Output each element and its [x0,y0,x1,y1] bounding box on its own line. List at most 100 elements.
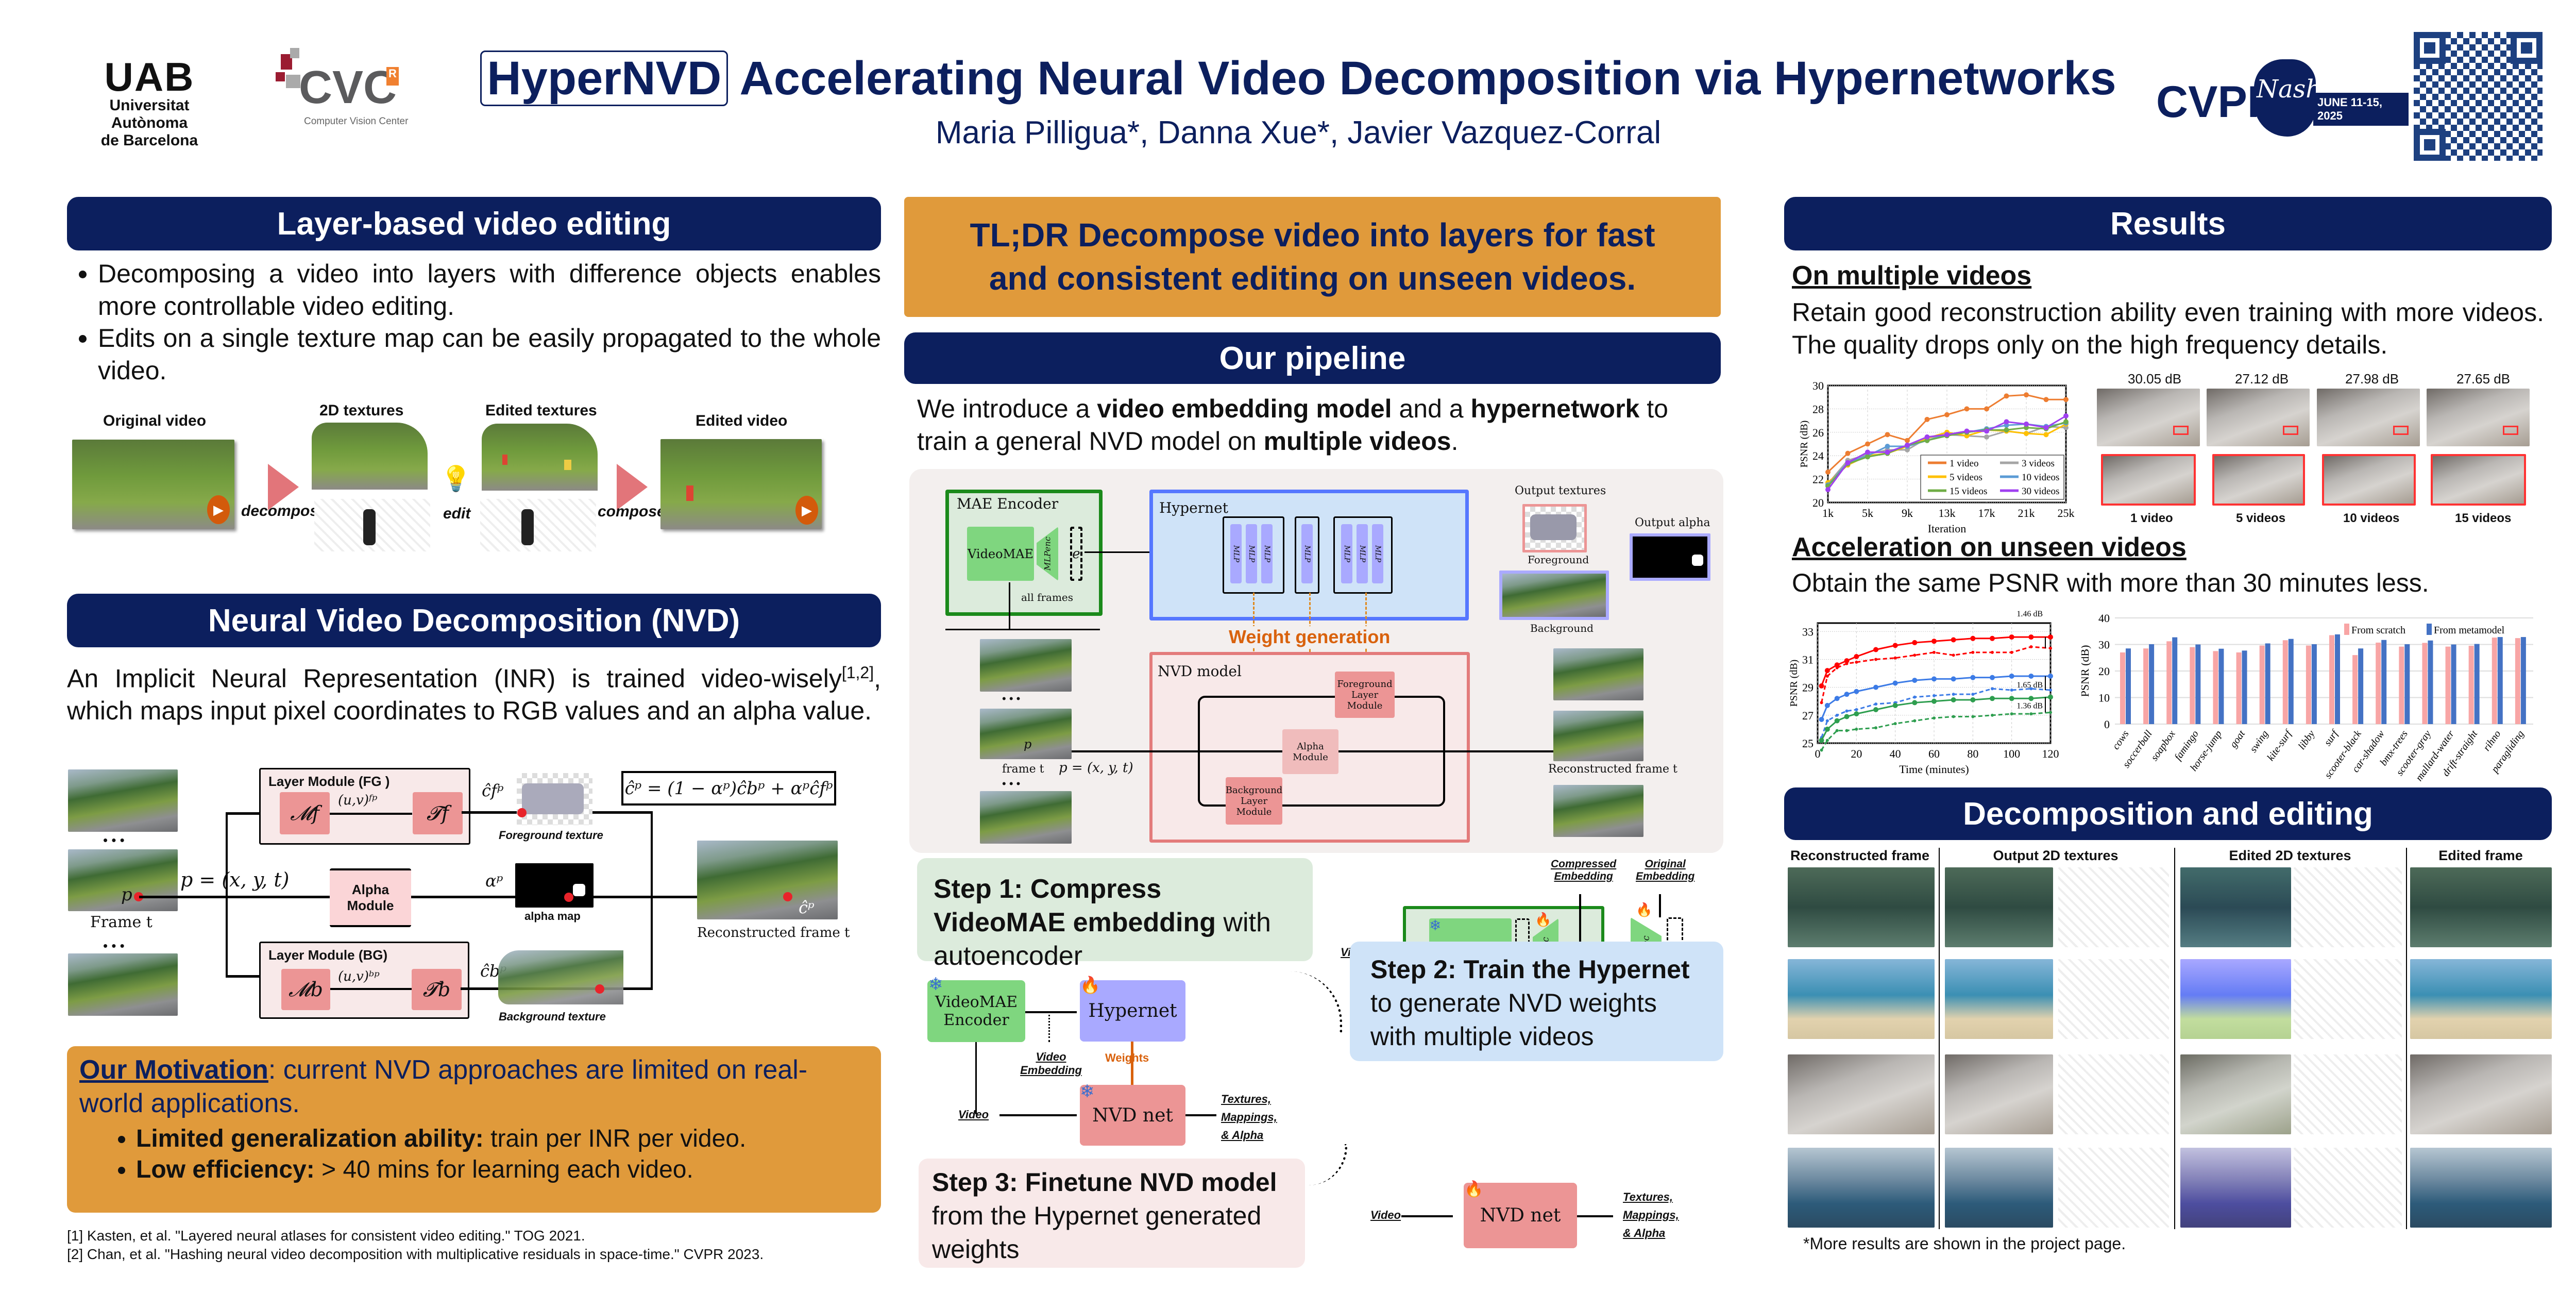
data-point [2063,413,2069,419]
motivation-box: Our Motivation: current NVD approaches a… [67,1046,881,1213]
data-point [2010,650,2013,654]
p-label: p [1024,737,1032,751]
pipeline-intro: We introduce a video embedding model and… [917,393,1710,457]
cvc-logo-mark: CVC [299,62,397,113]
data-point [2010,712,2013,716]
step1-box: Step 1: Compress VideoMAE embedding with… [917,858,1313,971]
acceleration-text: Obtain the same PSNR with more than 30 m… [1792,568,2429,597]
bar [2422,643,2428,724]
result-frame [2207,389,2310,446]
data-point [1931,639,1937,644]
data-point [2043,425,2049,430]
data-point [1820,701,1823,705]
output-item: & Alpha [1623,1227,1666,1240]
cvc-subtitle: Computer Vision Center [304,116,409,127]
data-point [1824,702,1830,708]
data-point [1970,635,1976,641]
alpha-module-label: Alpha [351,882,389,897]
mlp-layer: MLP [1261,524,1273,583]
step1-text: with autoencoder [934,908,1271,971]
data-point [1854,654,1859,660]
fire-icon: 🔥 [1535,912,1552,927]
data-point [2063,397,2069,403]
reconstructed-frame [1553,785,1643,837]
decomposition-heading: Decomposition and editing [1784,787,2552,840]
alpha-module-label: Module [347,898,394,913]
edited-video-thumbnail[interactable]: ▶ [660,439,822,529]
y-tick-label: 20 [2098,665,2110,678]
data-point [1819,716,1824,722]
data-point [2029,712,2033,716]
bar [2335,634,2340,724]
layer-editing-bullets: Decomposing a video into layers with dif… [77,258,881,387]
bar [2358,648,2364,724]
column-header: Edited 2D textures [2229,848,2351,863]
data-point [1924,434,1930,440]
data-point [1933,694,1936,697]
x-tick-label: 40 [1890,747,1901,760]
composition-equation: ĉᵖ = (1 − αᵖ)ĉbᵖ + αᵖĉfᵖ [621,771,836,806]
weights-label: Weights [1105,1051,1149,1064]
intro-text: . [1451,426,1459,456]
mlp-layer: MLP [1246,524,1257,583]
mapping-fg: 𝓜f [280,792,330,834]
mlp-layer: MLP [1341,524,1352,583]
output-alpha-image [1630,533,1710,581]
original-video-thumbnail[interactable]: ▶ [72,440,234,529]
bar [2306,645,2311,724]
label-edited-video: Edited video [696,412,788,429]
edited-frame [2410,1054,2552,1134]
data-point [1931,698,1937,704]
psnr-label: 27.12 dB [2235,371,2289,387]
y-tick-label: 30 [2098,639,2110,651]
y-axis-label: PSNR (dB) [2081,645,2091,697]
zoomed-crop [2101,454,2196,506]
reconstructed-frame [1788,1148,1935,1228]
data-point [1990,635,1995,641]
ellipsis: • • • [103,832,125,848]
data-point [1845,709,1849,713]
tldr-text: and consistent editing on unseen videos. [989,259,1636,297]
output-fg-texture [1522,504,1587,552]
data-point [1984,406,1989,412]
bar [2190,647,2195,724]
bg-texture-image [312,423,428,490]
y-tick-label: 31 [1802,653,1814,666]
alpha-module: Alpha Module [330,868,411,927]
bar [2329,635,2334,724]
psnr-label: 27.65 dB [2456,371,2511,387]
data-point [1865,454,1870,460]
play-icon[interactable]: ▶ [207,495,230,524]
data-point [1952,653,1955,657]
y-tick-label: 26 [1812,426,1824,439]
video-label: Video [1370,1209,1401,1221]
mlp-layer: MLP [1372,524,1383,583]
legend-label: 5 videos [1950,472,1982,483]
data-point [1885,432,1890,438]
videomae-encoder-block: VideoMAE Encoder [927,980,1025,1042]
data-point [2029,687,2033,691]
data-point [1844,692,1850,697]
uab-logo-mark: UAB [104,54,195,99]
data-point [1931,676,1937,682]
data-point [1824,668,1830,674]
decomposition-footnote: *More results are shown in the project p… [1803,1234,2126,1253]
video-label: Video [958,1108,989,1121]
input-frame [980,639,1072,692]
bar [2120,652,2125,724]
data-point [1825,487,1831,493]
intro-bold: video embedding model [1097,394,1392,423]
column-header: Output 2D textures [1993,848,2119,863]
nvd-diagram: • • • Frame t • • • p p = (x, y, t) Laye… [62,763,896,1031]
label-line: Original [1645,858,1686,870]
arrow-right-icon [617,464,648,510]
qr-code[interactable] [2414,32,2543,161]
output-bg-texture [1499,571,1609,620]
play-icon[interactable]: ▶ [795,496,818,525]
authors: Maria Pilligua*, Danna Xue*, Javier Vazq… [935,115,1662,150]
motivation-text: : current NVD approaches are limited on … [79,1055,808,1118]
fire-icon: 🔥 [1636,902,1653,917]
output-bg-texture [1945,959,2053,1039]
alpha-p-label: αᵖ [485,871,503,891]
data-point [1912,700,1918,706]
